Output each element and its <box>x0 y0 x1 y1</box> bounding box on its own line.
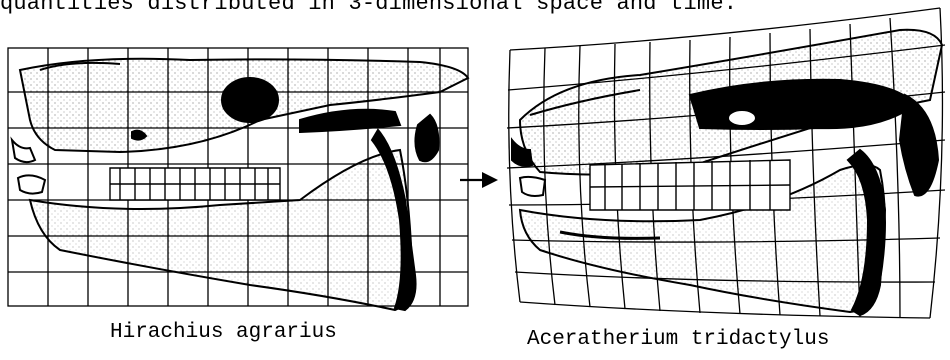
right-skull-drawing <box>512 30 942 315</box>
transform-arrow <box>460 172 498 188</box>
right-species-label: Aceratherium tridactylus <box>527 328 829 351</box>
left-skull-panel <box>8 48 468 310</box>
right-skull-panel <box>507 8 945 318</box>
left-species-label: Hirachius agrarius <box>110 321 337 344</box>
